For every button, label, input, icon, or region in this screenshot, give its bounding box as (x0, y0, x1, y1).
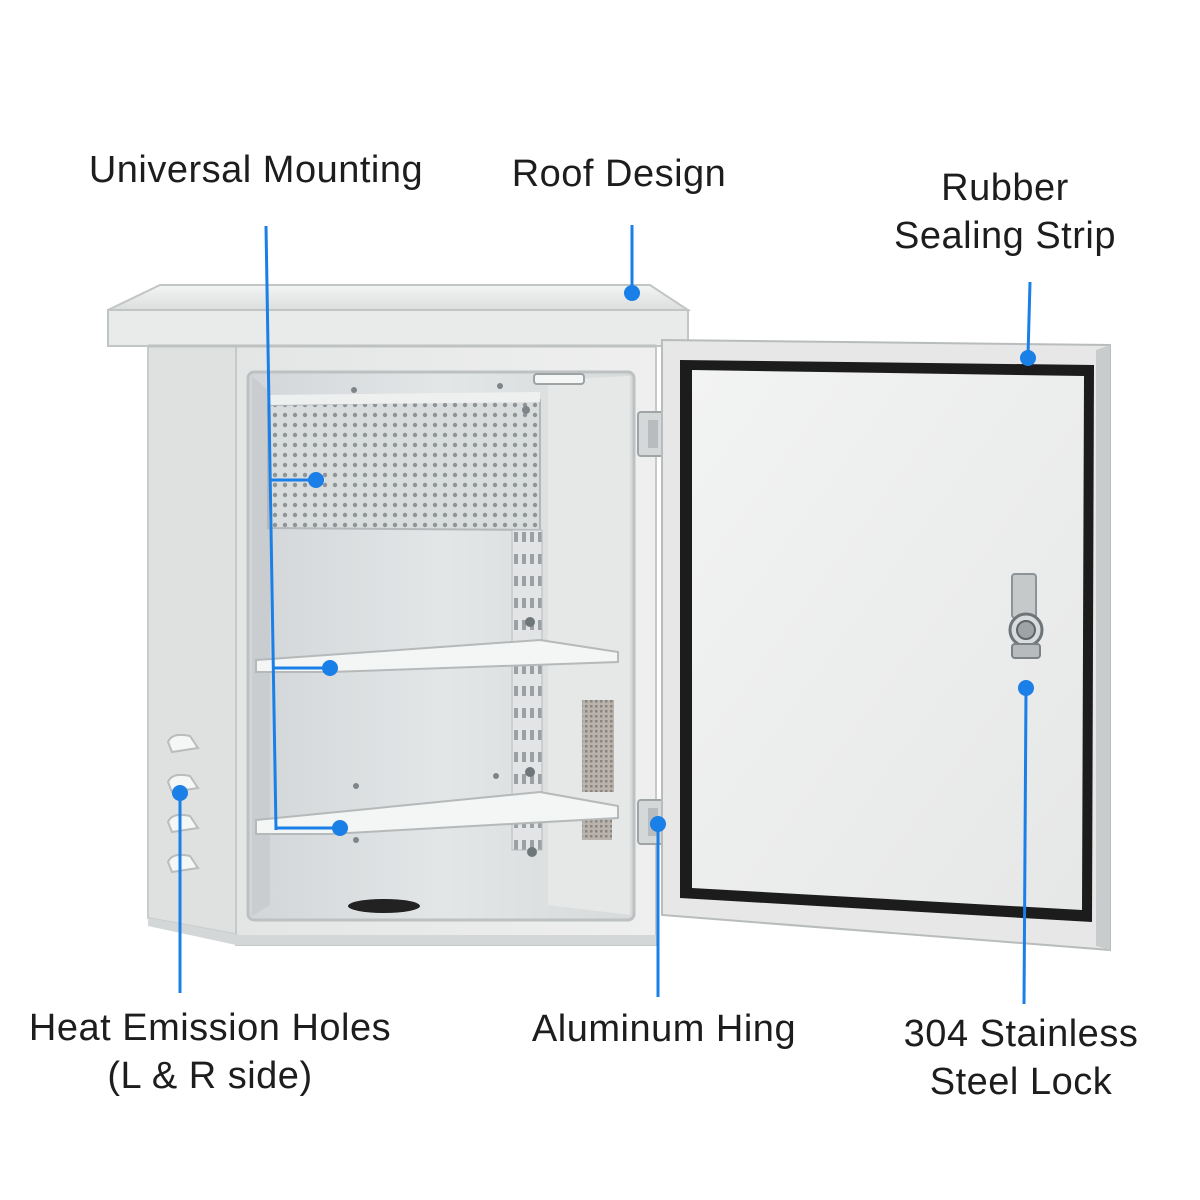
open-door (661, 338, 1111, 952)
steel-lock (1008, 573, 1044, 659)
callout-text: 304 Stainless (903, 1013, 1139, 1055)
callout-text: Roof Design (511, 153, 727, 195)
callout-text: Heat Emission Holes (28, 1007, 392, 1049)
callout-text: (L & R side) (107, 1055, 313, 1097)
callout-universal-mounting: Universal Mounting (70, 146, 442, 194)
callout-heat-emission-holes: Heat Emission Holes (L & R side) (10, 1004, 410, 1100)
callout-text: Universal Mounting (88, 149, 424, 191)
roof (107, 284, 692, 348)
leader-universal-mounting (264, 225, 278, 831)
callout-stainless-steel-lock: 304 Stainless Steel Lock (880, 1010, 1162, 1106)
cabinet-interior (246, 370, 636, 922)
callout-leaders (172, 225, 1036, 1005)
callout-text: Sealing Strip (894, 215, 1116, 257)
callout-text: Aluminum Hing (531, 1008, 797, 1050)
leader-stainless-steel-lock (1022, 689, 1028, 1005)
callout-rubber-sealing-strip: Rubber Sealing Strip (870, 164, 1140, 260)
callout-text: Steel Lock (929, 1061, 1113, 1103)
callout-aluminum-hing: Aluminum Hing (515, 1005, 813, 1053)
heat-emission-holes (166, 733, 200, 874)
callout-text: Rubber (941, 167, 1069, 209)
callout-roof-design: Roof Design (490, 150, 748, 198)
leader-rubber-sealing-strip (1026, 281, 1032, 357)
